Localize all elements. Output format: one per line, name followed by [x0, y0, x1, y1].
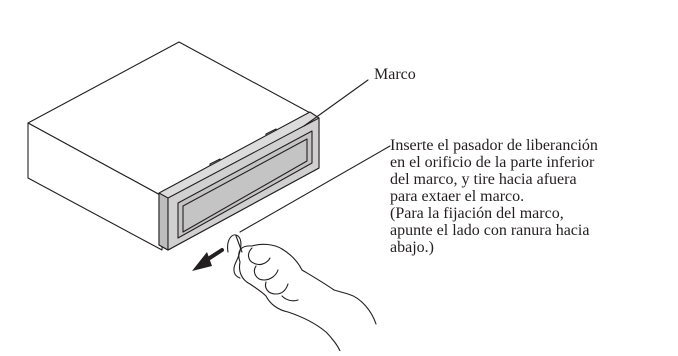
instruction-line: para extaer el marco. [390, 188, 525, 205]
instruction-line: apunte el lado con ranura hacia [390, 222, 590, 239]
frame-inner-recess [177, 130, 313, 239]
housing-left-face [27, 122, 163, 251]
instruction-line: del marco, y tire hacia afuera [390, 171, 577, 188]
mounting-frame [158, 111, 320, 251]
instruction-line: Inserte el pasador de liberanción [390, 137, 598, 154]
instructions-leader-line [239, 145, 391, 233]
instruction-line: (Para la fijación del marco, [390, 205, 564, 222]
instruction-line: en el orificio de la parte inferior [390, 154, 595, 171]
release-pin [227, 234, 243, 263]
frame-inner-edge [182, 138, 308, 233]
frame-side-edge [158, 192, 169, 251]
instruction-line: abajo.) [390, 239, 434, 256]
instructions-text: Inserte el pasador de liberanción en el … [390, 137, 675, 256]
marco-leader-line [303, 79, 369, 127]
pull-direction-arrow [192, 248, 224, 271]
hand-illustration [233, 243, 377, 352]
frame-label: Marco [374, 66, 416, 83]
